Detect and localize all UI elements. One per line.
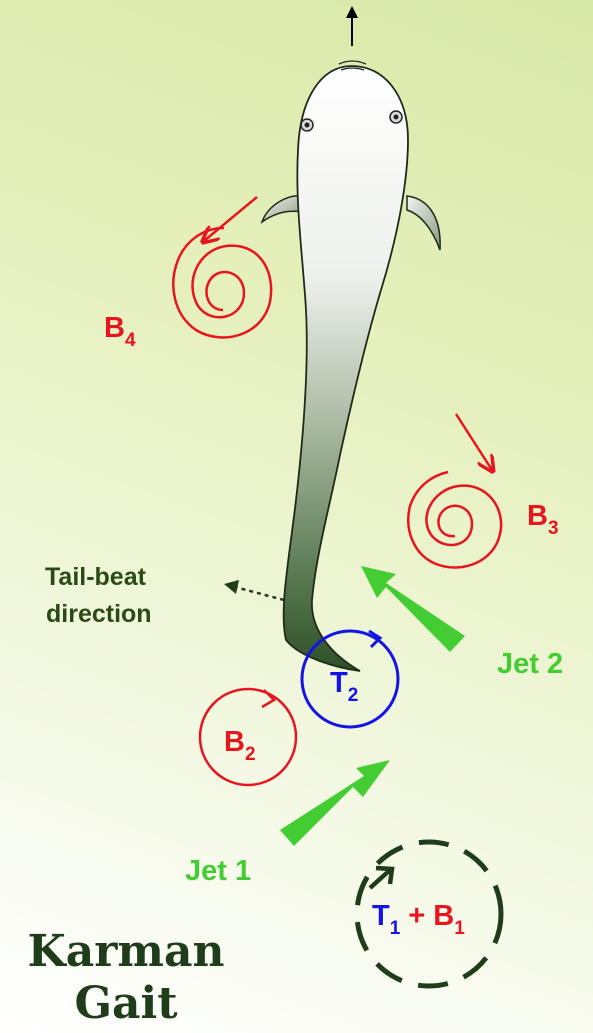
label-b2: B2	[224, 726, 256, 765]
vortex-b2	[200, 689, 296, 785]
jet-1-arrow	[280, 760, 390, 846]
title-line-1: Karman	[28, 926, 225, 977]
label-b3: B3	[527, 500, 559, 539]
label-b4: B4	[104, 312, 136, 351]
swim-direction-arrow	[346, 6, 358, 46]
label-jet-2: Jet 2	[497, 648, 563, 680]
fish	[262, 61, 440, 671]
pectoral-fin-left	[262, 196, 302, 222]
label-t2: T2	[330, 667, 358, 706]
label-jet-1: Jet 1	[185, 855, 251, 887]
vortex-b4	[173, 197, 271, 337]
label-t1-b1: T1+B1	[372, 900, 465, 939]
fish-body	[284, 66, 408, 671]
pectoral-fin-right	[407, 196, 440, 250]
title-line-2: Gait	[74, 978, 178, 1029]
vortex-t2	[302, 631, 398, 727]
label-tail-beat-line2: direction	[46, 600, 152, 628]
tail-beat-arrow	[224, 580, 284, 600]
label-tail-beat-line1: Tail-beat	[45, 563, 147, 591]
vortex-b3	[408, 414, 501, 567]
